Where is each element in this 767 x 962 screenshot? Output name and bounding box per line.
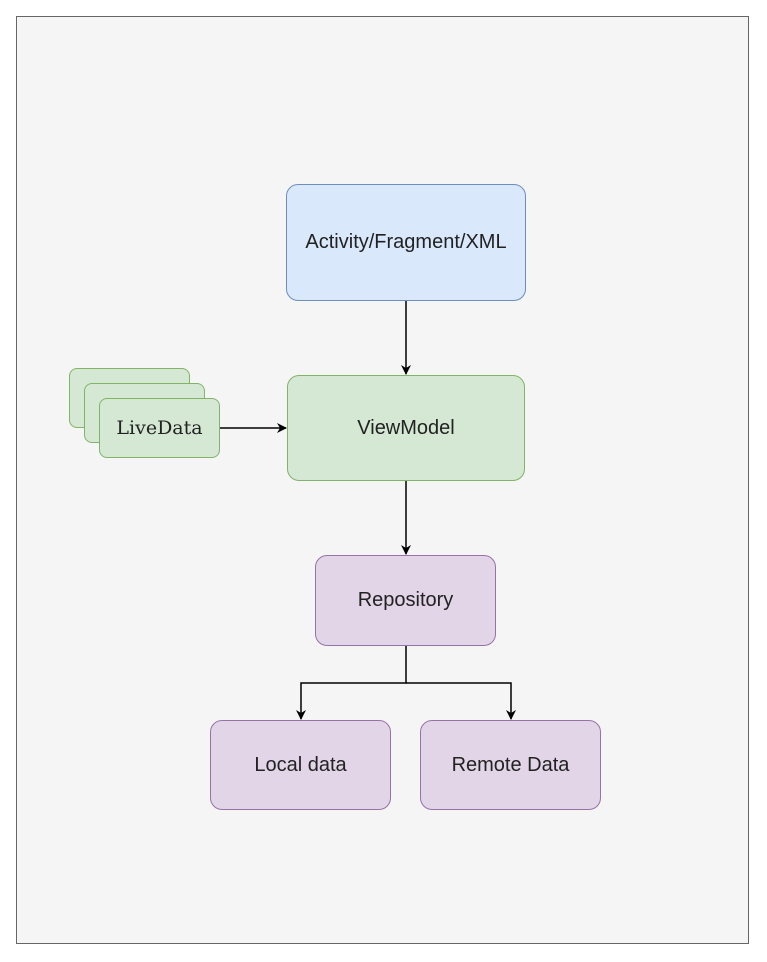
edge-repository-to-local <box>296 646 407 720</box>
viewmodel-node: ViewModel <box>287 375 525 481</box>
livedata-node-label: LiveData <box>116 417 203 439</box>
local-data-node: Local data <box>210 720 391 810</box>
local-data-node-label: Local data <box>254 753 347 776</box>
repository-node: Repository <box>315 555 496 646</box>
viewmodel-node-label: ViewModel <box>357 416 455 439</box>
repository-node-label: Repository <box>357 589 454 611</box>
activity-fragment-xml-node: Activity/Fragment/XML <box>286 184 526 301</box>
remote-data-node-label: Remote Data <box>451 753 570 776</box>
livedata-node: LiveData <box>99 398 220 458</box>
edge-repository-to-remote <box>406 682 516 720</box>
remote-data-node: Remote Data <box>420 720 601 810</box>
activity-node-label: Activity/Fragment/XML <box>305 231 507 253</box>
